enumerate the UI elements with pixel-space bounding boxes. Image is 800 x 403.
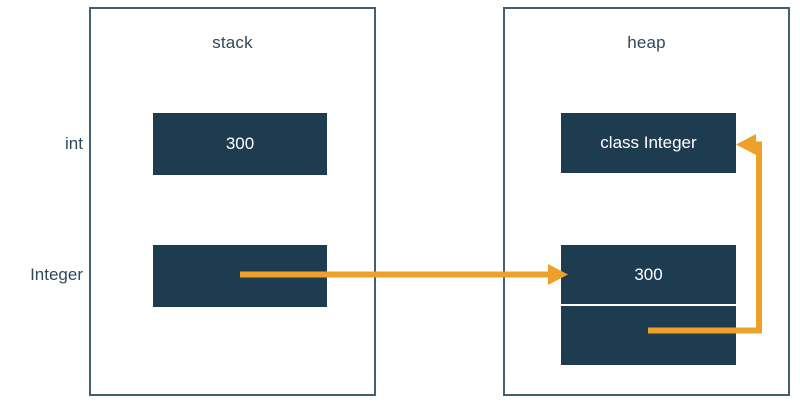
stack-cell-int-value: 300 — [153, 113, 327, 175]
heap-class-integer-text: class Integer — [600, 133, 697, 152]
stack-int-value-text: 300 — [225, 134, 255, 153]
heap-object-value-text: 300 — [634, 265, 663, 284]
heap-integer-object: 300 — [561, 245, 736, 365]
row-label-int: int — [65, 134, 83, 153]
heap-region-title: heap — [627, 33, 666, 52]
stack-region: stack — [89, 7, 376, 396]
stack-region-title: stack — [212, 33, 253, 52]
stack-cell-integer-reference — [153, 245, 327, 307]
heap-cell-class-integer: class Integer — [561, 113, 736, 173]
row-label-integer: Integer — [30, 265, 83, 284]
heap-object-class-reference-compartment — [561, 306, 736, 365]
heap-object-value-compartment: 300 — [561, 245, 736, 305]
